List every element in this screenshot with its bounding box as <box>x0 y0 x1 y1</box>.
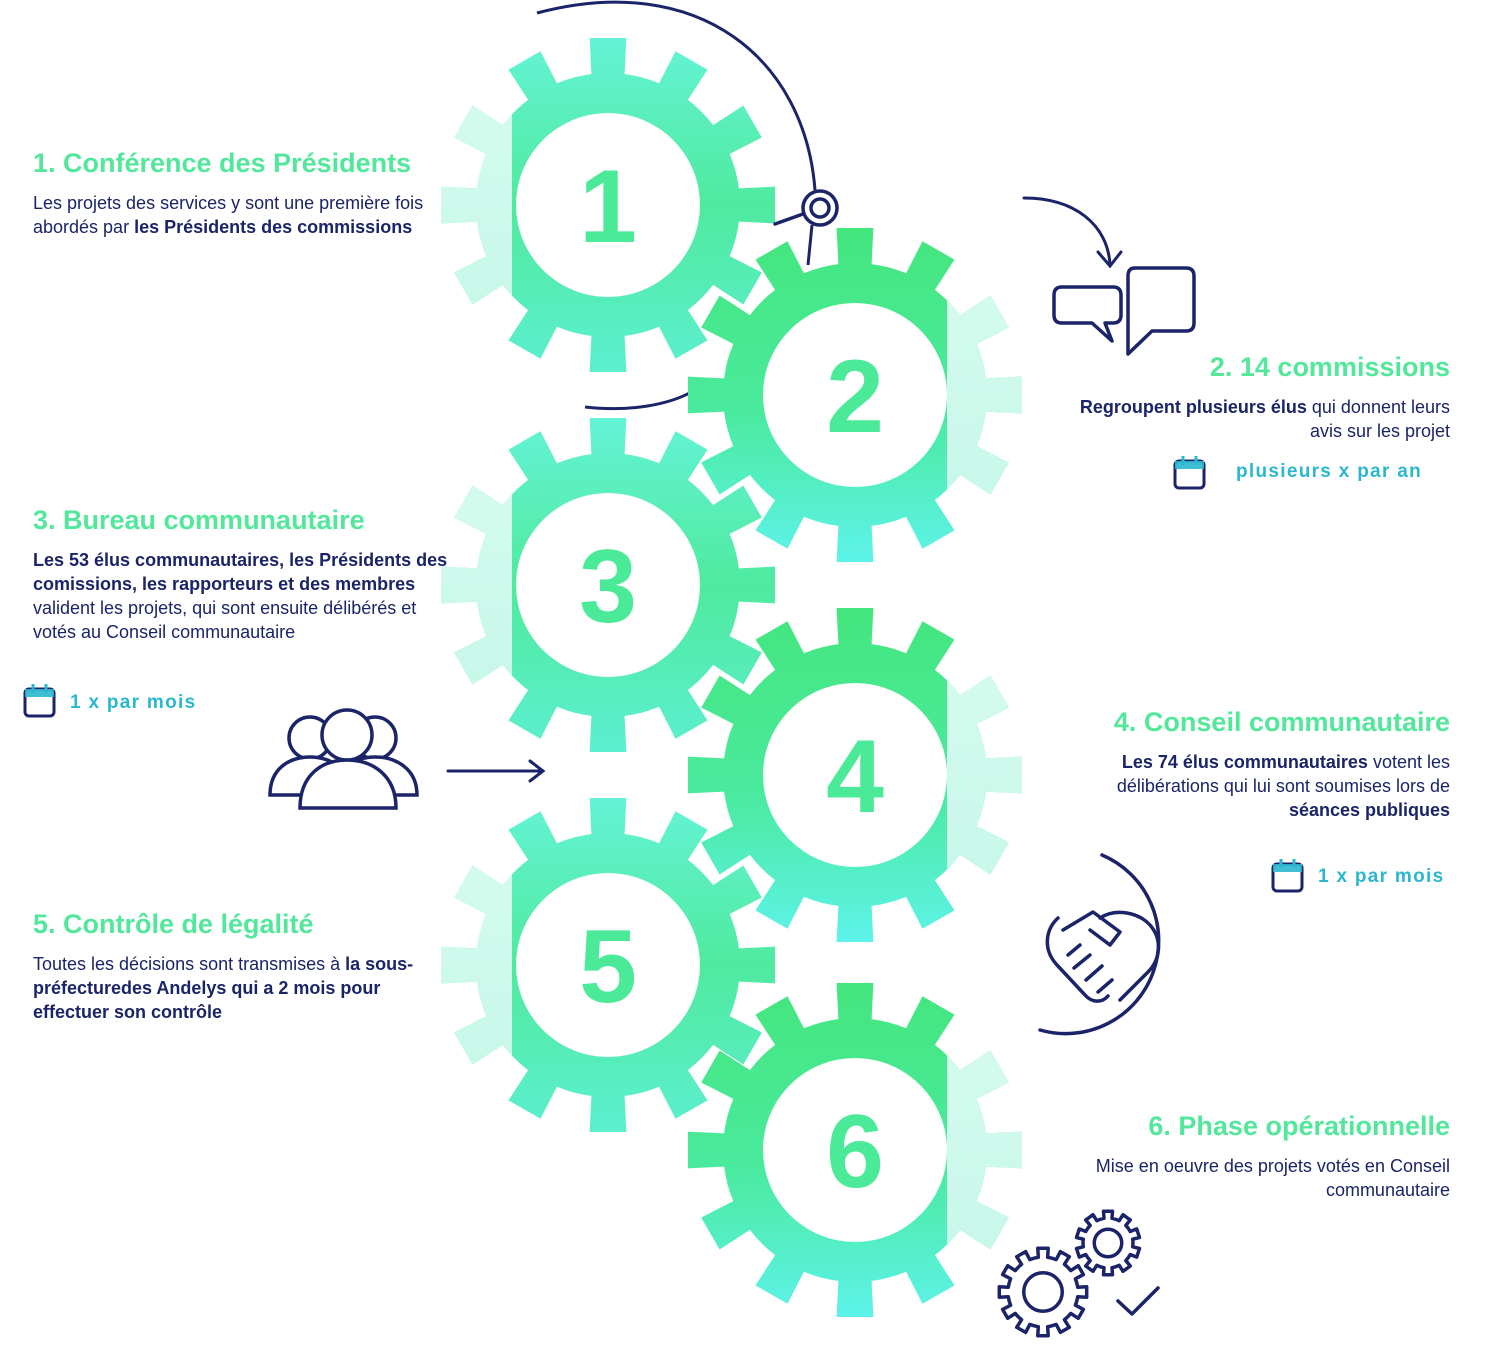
gear-center <box>763 1058 947 1242</box>
step-title: 5. Contrôle de légalité <box>33 909 314 939</box>
gear-number: 6 <box>826 1094 884 1210</box>
gears-layer: 1 2 3 4 5 6 <box>441 38 1022 1317</box>
step-description: Mise en oeuvre des projets votés en Cons… <box>1080 1154 1450 1202</box>
gear-pale-side <box>441 95 512 315</box>
step-title: 2. 14 commissions <box>1209 352 1450 382</box>
desc-bold: Les 74 élus communautaires <box>1121 751 1368 772</box>
arrow-icon <box>1022 196 1123 269</box>
step-description: Toutes les décisions sont transmises à l… <box>33 952 443 1024</box>
desc-bold: les Présidents des commissions <box>134 216 413 237</box>
handshake-icon <box>1038 853 1161 1036</box>
step-5: 5. Contrôle de légalité Toutes les décis… <box>33 909 443 1024</box>
frequency-label: plusieurs x par an <box>1236 461 1423 482</box>
gear-center <box>516 113 700 297</box>
gear-1: 1 <box>441 38 775 372</box>
gear-number: 5 <box>579 909 637 1025</box>
desc-text: qui donnent leurs avis sur les projet <box>1306 396 1450 441</box>
gear-pale-side <box>947 665 1022 885</box>
gear-number: 3 <box>579 529 637 645</box>
step-description: Regroupent plusieurs élus qui donnent le… <box>1060 395 1450 443</box>
step-title: 1. Conférence des Présidents <box>33 148 412 178</box>
gears-check-icon <box>997 1209 1160 1338</box>
step-1: 1. Conférence des Présidents Les projets… <box>33 148 453 239</box>
gear-center <box>763 683 947 867</box>
gear-number: 4 <box>826 719 884 835</box>
magnifier-icon <box>773 189 839 227</box>
gear-center <box>516 493 700 677</box>
calendar-icon <box>1173 456 1206 490</box>
desc-text: Les projets des services y sont une prem… <box>33 192 424 237</box>
gear-center <box>763 303 947 487</box>
step-description: Les projets des services y sont une prem… <box>33 191 453 239</box>
desc-bold: la sous-préfecturedes Andelys qui a 2 mo… <box>33 953 414 1022</box>
frequency-label: 1 x par mois <box>70 692 197 713</box>
desc-text: votent les délibérations qui lui sont so… <box>1116 751 1450 796</box>
gear-pale-side <box>947 285 1022 505</box>
step-2: 2. 14 commissions Regroupent plusieurs é… <box>1060 352 1450 443</box>
gear-4: 4 <box>688 608 1022 942</box>
step-3: 3. Bureau communautaire Les 53 élus comm… <box>33 505 448 644</box>
calendar-icon <box>23 684 56 718</box>
gear-pale-side <box>947 1040 1022 1260</box>
step-4: 4. Conseil communautaire Les 74 élus com… <box>1060 707 1450 822</box>
gear-number: 2 <box>826 339 884 455</box>
gear-number: 1 <box>579 149 637 265</box>
desc-text: Mise en oeuvre des projets votés en Cons… <box>1095 1155 1450 1200</box>
gear-pale-side <box>441 475 512 695</box>
desc-bold: séances publiques <box>1288 799 1450 820</box>
gear-2: 2 <box>688 228 1022 562</box>
gear-center <box>516 873 700 1057</box>
desc-text: Toutes les décisions sont transmises à <box>33 953 346 974</box>
desc-text: valident les projets, qui sont ensuite d… <box>33 597 417 642</box>
people-group-icon <box>268 708 419 810</box>
gear-5: 5 <box>441 798 775 1132</box>
step-title: 3. Bureau communautaire <box>33 505 365 535</box>
gear-3: 3 <box>441 418 775 752</box>
gear-6: 6 <box>688 983 1022 1317</box>
desc-bold: Les 53 élus communautaires, les Présiden… <box>33 549 448 594</box>
gear-pale-side <box>441 855 512 1075</box>
step-description: Les 53 élus communautaires, les Présiden… <box>33 548 448 644</box>
desc-bold: Regroupent plusieurs élus <box>1079 396 1307 417</box>
frequency-label: 1 x par mois <box>1318 866 1445 887</box>
step-title: 6. Phase opérationnelle <box>1148 1111 1450 1141</box>
speech-bubbles-icon <box>1052 266 1196 356</box>
step-description: Les 74 élus communautaires votent les dé… <box>1060 750 1450 822</box>
step-title: 4. Conseil communautaire <box>1113 707 1450 737</box>
connector-arc-top <box>536 0 817 411</box>
calendar-icon <box>1271 859 1304 893</box>
step-6: 6. Phase opérationnelle Mise en oeuvre d… <box>1080 1111 1450 1202</box>
arrow-icon <box>446 759 546 783</box>
